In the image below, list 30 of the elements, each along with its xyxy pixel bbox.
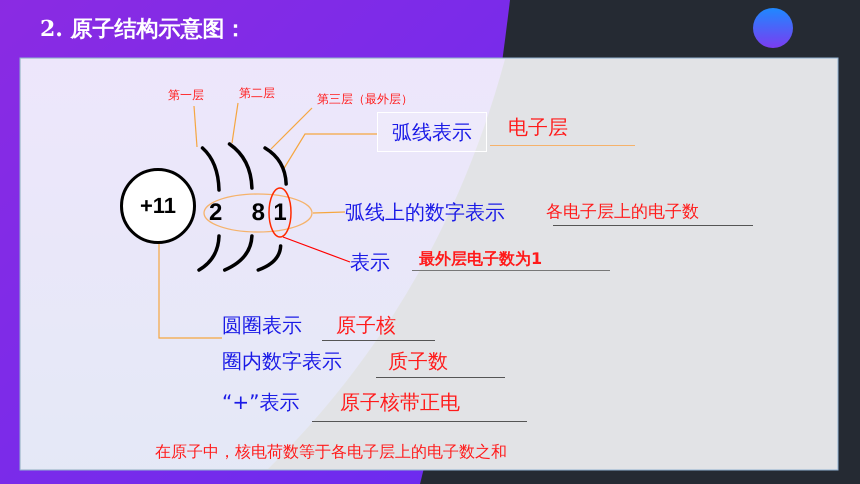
slide-title: 2. 原子结构示意图： [40,15,247,44]
leader-line [282,236,350,263]
nucleus-charge: +11 [140,193,176,219]
layer-label: 第一层 [168,86,204,104]
answer-text: 原子核带正电 [340,389,460,416]
prompt-text: 圈内数字表示 [222,348,342,375]
summary-note: 在原子中，核电荷数等于各电子层上的电子数之和 [155,442,507,463]
prompt-text: “+”表示 [222,389,300,416]
prompt-text: 弧线表示 [392,118,472,146]
leader-line [312,211,346,214]
prompt-text: 圆圈表示 [222,312,302,338]
prompt-text: 表示 [350,248,390,276]
leader-line [158,244,222,339]
answer-text: 质子数 [388,348,448,375]
prompt-box [377,112,487,152]
electron-count: 2 [209,199,222,227]
layer-label: 第三层（最外层） [317,90,413,108]
answer-text: 各电子层上的电子数 [546,201,699,223]
leader-line [193,106,198,148]
outer-shell-oval [268,187,292,238]
prompt-text: 弧线上的数字表示 [345,198,505,226]
answer-text: 原子核 [336,312,396,339]
leader-line [231,102,239,144]
electron-count: 1 [273,198,287,226]
answer-text: 最外层电子数为1 [419,249,542,270]
layer-label: 第二层 [239,84,275,102]
electron-count: 8 [252,199,265,227]
leader-line [270,108,312,150]
leader-line [282,133,377,170]
answer-text: 电子层 [508,114,568,141]
